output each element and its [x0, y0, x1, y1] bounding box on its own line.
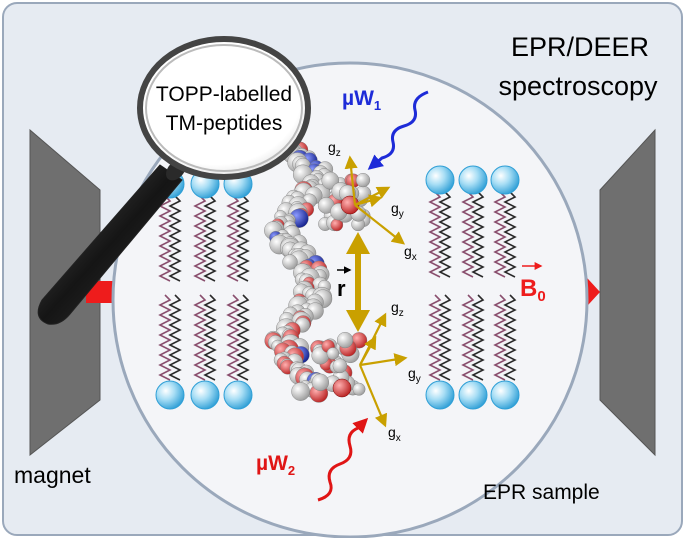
- bottom-gz-sub: z: [399, 308, 404, 319]
- right-magnet: [599, 128, 656, 457]
- lipid: [458, 165, 488, 278]
- b0-label: B: [520, 275, 537, 302]
- top-gy-label: g: [391, 200, 399, 216]
- bottom-gy-sub: y: [416, 374, 421, 385]
- distance-vector-label: r: [337, 266, 352, 301]
- mw1-sub: 1: [374, 98, 381, 113]
- bottom-gy-label: g: [408, 365, 416, 381]
- lipid: [425, 294, 455, 410]
- bottom-frame-labels: gz gy gx: [388, 299, 421, 444]
- svg-text:gz: gz: [391, 299, 404, 319]
- lipid: [223, 294, 253, 410]
- magnifier-text-line1: TOPP-labelled: [156, 83, 292, 106]
- mw1-wave: [367, 90, 429, 170]
- distance-label: r: [337, 276, 346, 301]
- top-gz-label: g: [328, 139, 336, 155]
- sample-label: EPR sample: [483, 481, 600, 504]
- svg-text:gx: gx: [404, 243, 417, 263]
- title-line2: spectroscopy: [498, 71, 658, 101]
- magnifying-glass: [37, 36, 311, 325]
- svg-text:gy: gy: [391, 200, 404, 220]
- bottom-gx-label: g: [388, 424, 396, 440]
- bottom-gx-sub: x: [396, 433, 401, 444]
- top-frame-labels: gz gy gx: [328, 139, 417, 263]
- field-arrow-left: [86, 281, 120, 303]
- lipid: [490, 294, 520, 410]
- svg-text:gz: gz: [328, 139, 341, 159]
- svg-text:gx: gx: [388, 424, 401, 444]
- top-gy-sub: y: [399, 209, 404, 220]
- svg-text:B0: B0: [520, 275, 546, 305]
- magnifier-handle: [37, 164, 183, 325]
- title-line1: EPR/DEER: [511, 32, 649, 62]
- svg-text:µW1: µW1: [342, 87, 381, 113]
- top-gz-sub: z: [336, 148, 341, 159]
- svg-text:µW2: µW2: [256, 452, 295, 478]
- mw1-label: µW: [342, 87, 374, 110]
- top-gx-label: g: [404, 243, 412, 259]
- top-gx-sub: x: [412, 252, 417, 263]
- magnifier-lens: [137, 36, 311, 180]
- mw2-wave: [317, 417, 369, 502]
- lipid: [490, 165, 520, 278]
- mw2-label: µW: [256, 452, 288, 475]
- b0-label-group: B0: [520, 262, 546, 305]
- magnet-label: magnet: [14, 462, 91, 488]
- lipid: [155, 294, 185, 410]
- lipid: [458, 294, 488, 410]
- top-g-tensor-frame: [344, 155, 406, 245]
- bottom-gz-label: g: [391, 299, 399, 315]
- peptide-molecule: [264, 141, 372, 403]
- magnifier-text-line2: TM-peptides: [166, 112, 283, 135]
- b0-sub: 0: [537, 288, 545, 305]
- distance-arrow: [346, 232, 370, 332]
- mw2-sub: 2: [288, 463, 295, 478]
- bottom-g-tensor-frame: [358, 312, 408, 428]
- lipid: [425, 165, 455, 278]
- svg-text:gy: gy: [408, 365, 421, 385]
- lipid: [190, 294, 220, 410]
